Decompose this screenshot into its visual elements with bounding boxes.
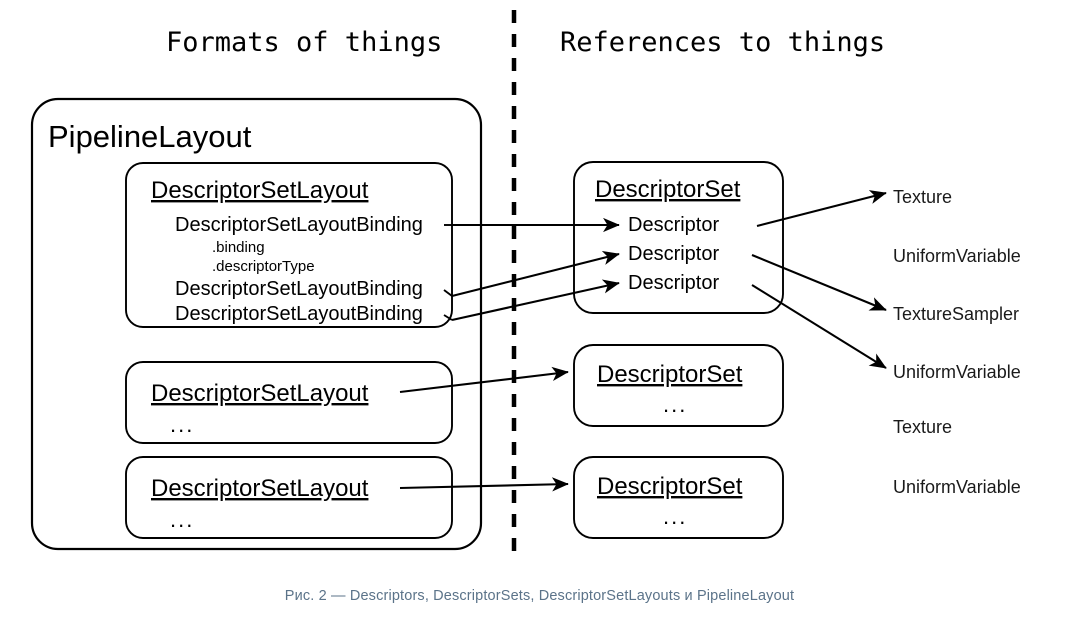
descriptor-set-box-2 — [573, 344, 784, 427]
header-right: References to things — [560, 27, 885, 58]
descriptor-item-3: Descriptor — [628, 272, 719, 294]
resource-label-3: TextureSampler — [893, 304, 1019, 324]
binding-stub-3 — [443, 314, 453, 321]
descriptor-set-layout-ellipsis-3: ... — [170, 507, 194, 532]
descriptor-set-layout-ellipsis-2: ... — [170, 412, 194, 437]
arrow-binding2-to-descriptor2 — [451, 250, 620, 298]
resource-label-2: UniformVariable — [893, 246, 1021, 266]
descriptor-set-layout-title-1: DescriptorSetLayout — [151, 177, 369, 204]
descriptor-set-layout-box-3 — [125, 456, 453, 539]
descriptor-item-1: Descriptor — [628, 214, 719, 236]
header-left: Formats of things — [166, 27, 442, 58]
descriptor-set-layout-binding-2: DescriptorSetLayoutBinding — [175, 278, 423, 300]
resource-label-4: UniformVariable — [893, 362, 1021, 382]
arrow-descriptor3-to-uniformvariable — [751, 284, 887, 369]
arrow-descriptor1-to-texture — [756, 190, 887, 228]
descriptor-set-box-1 — [573, 161, 784, 314]
binding-field-descriptor-type: .descriptorType — [212, 258, 315, 275]
descriptor-set-layout-binding-1: DescriptorSetLayoutBinding — [175, 214, 423, 236]
arrow-binding3-to-descriptor3 — [451, 279, 620, 322]
descriptor-set-layout-title-2: DescriptorSetLayout — [151, 380, 369, 407]
descriptor-set-layout-box-2 — [125, 361, 453, 444]
arrow-dsl2-to-descriptorset2 — [399, 366, 569, 394]
descriptor-set-title-3: DescriptorSet — [597, 473, 743, 500]
figure-caption: Рис. 2 — Descriptors, DescriptorSets, De… — [284, 588, 795, 604]
arrow-descriptor2-to-texturesampler — [751, 254, 887, 311]
descriptor-set-ellipsis-2: ... — [663, 392, 687, 417]
descriptor-set-layout-title-3: DescriptorSetLayout — [151, 475, 369, 502]
descriptor-item-2: Descriptor — [628, 243, 719, 265]
resource-label-6: UniformVariable — [893, 477, 1021, 497]
arrow-dsl3-to-descriptorset3 — [399, 477, 569, 492]
pipeline-layout-title: PipelineLayout — [48, 119, 252, 154]
resource-label-5: Texture — [893, 417, 952, 437]
binding-field-binding: .binding — [212, 239, 265, 256]
descriptor-set-title-2: DescriptorSet — [597, 361, 743, 388]
binding-stub-2 — [443, 289, 453, 297]
descriptor-set-title-1: DescriptorSet — [595, 176, 741, 203]
descriptor-set-box-3 — [573, 456, 784, 539]
resource-label-1: Texture — [893, 187, 952, 207]
descriptor-set-layout-binding-3: DescriptorSetLayoutBinding — [175, 303, 423, 325]
descriptor-set-layout-box-1 — [125, 162, 453, 328]
pipeline-layout-box — [30, 97, 483, 551]
descriptor-set-ellipsis-3: ... — [663, 504, 687, 529]
